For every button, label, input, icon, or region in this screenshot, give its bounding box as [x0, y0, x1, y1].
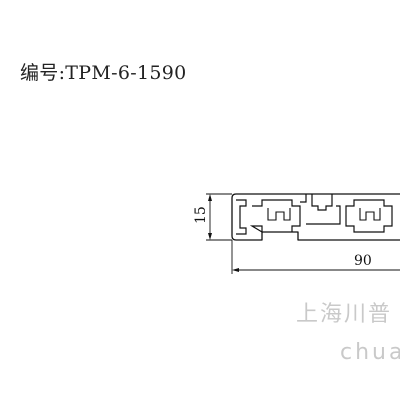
t-slot-3-inner: [359, 208, 381, 221]
profile-outline: [231, 193, 400, 241]
watermark-line-1: 上海川普: [296, 302, 393, 327]
height-arrow-bottom: [208, 233, 212, 240]
part-number-label: 编号:TPM-6-1590: [20, 62, 187, 84]
left-slot: [236, 199, 247, 235]
width-dim-text: 90: [354, 253, 372, 269]
width-arrow-left: [232, 268, 239, 272]
t-slot-2: [300, 194, 341, 225]
t-slot-1-inner: [267, 208, 291, 221]
height-dim-text: 15: [193, 206, 209, 224]
watermark-line-2: chua: [340, 340, 400, 365]
height-arrow-top: [208, 194, 212, 201]
t-slot-1: [249, 199, 301, 234]
t-slot-3: [345, 199, 393, 233]
